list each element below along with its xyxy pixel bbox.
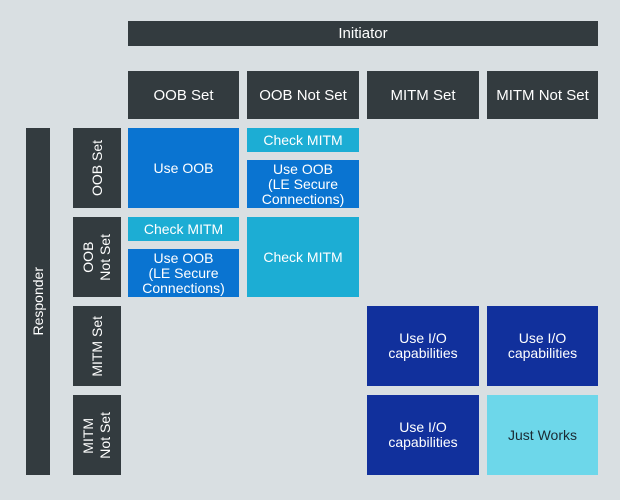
row-header-label: MITM Not Set: [80, 412, 114, 459]
cell-line: Use OOB: [273, 160, 333, 177]
row-header-mitm-not-set: MITM Not Set: [73, 395, 121, 475]
column-header-label: OOB Set: [153, 86, 214, 104]
cell-check-mitm: Check MITM: [247, 217, 359, 297]
cell-label: Just Works: [508, 426, 577, 443]
row-header-label: MITM Set: [88, 315, 105, 377]
column-header-mitm-not-set: MITM Not Set: [487, 71, 598, 119]
column-header-label: MITM Not Set: [496, 86, 589, 104]
cell-use-oob: Use OOB: [128, 128, 239, 208]
cell-line: (LE Secure: [267, 175, 339, 192]
cell-line: Use I/O: [399, 419, 447, 435]
cell-label: Use I/O capabilities: [508, 331, 577, 361]
cell-line: Use OOB: [153, 249, 214, 266]
cell-line: capabilities: [388, 345, 458, 361]
cell-use-io: Use I/O capabilities: [367, 395, 479, 475]
cell-check-mitm: Check MITM: [247, 128, 359, 152]
initiator-label: Initiator: [338, 25, 388, 42]
cell-label: Use I/O capabilities: [388, 420, 457, 450]
cell-use-oob-le: Use OOB (LE Secure Connections): [128, 249, 239, 297]
cell-line: (LE Secure: [148, 264, 219, 281]
cell-label: Check MITM: [263, 131, 343, 148]
cell-line: Connections): [142, 279, 225, 296]
initiator-header: Initiator: [128, 21, 598, 46]
cell-label: Use OOB: [153, 159, 214, 176]
cell-label: Check MITM: [263, 248, 343, 265]
cell-line: Use I/O: [518, 330, 567, 346]
row-header-label: OOB Not Set: [80, 234, 114, 281]
cell-use-io: Use I/O capabilities: [367, 306, 479, 386]
column-header-mitm-set: MITM Set: [367, 71, 479, 119]
cell-check-mitm: Check MITM: [128, 217, 239, 241]
cell-label: Use OOB (LE Secure Connections): [261, 160, 345, 207]
column-header-oob-set: OOB Set: [128, 71, 239, 119]
cell-label: Use OOB (LE Secure Connections): [142, 249, 225, 296]
responder-label: Responder: [29, 267, 46, 336]
cell-line: Use I/O: [399, 330, 447, 346]
row-header-line: MITM: [80, 417, 96, 453]
cell-use-oob-le: Use OOB (LE Secure Connections): [247, 160, 359, 208]
cell-line: capabilities: [388, 434, 458, 450]
cell-use-io: Use I/O capabilities: [487, 306, 598, 386]
row-header-oob-set: OOB Set: [73, 128, 121, 208]
cell-line: capabilities: [507, 345, 578, 361]
cell-just-works: Just Works: [487, 395, 598, 475]
row-header-line: Not Set: [97, 411, 113, 459]
column-header-label: OOB Not Set: [259, 86, 347, 104]
row-header-mitm-set: MITM Set: [73, 306, 121, 386]
row-header-oob-not-set: OOB Not Set: [73, 217, 121, 297]
responder-header: Responder: [26, 128, 50, 475]
row-header-label: OOB Set: [88, 139, 105, 197]
cell-label: Use I/O capabilities: [388, 331, 457, 361]
cell-label: Check MITM: [143, 220, 224, 237]
cell-line: Connections): [261, 190, 345, 207]
row-header-line: OOB: [80, 241, 96, 273]
column-header-label: MITM Set: [390, 86, 456, 104]
row-header-line: Not Set: [97, 233, 113, 281]
column-header-oob-not-set: OOB Not Set: [247, 71, 359, 119]
